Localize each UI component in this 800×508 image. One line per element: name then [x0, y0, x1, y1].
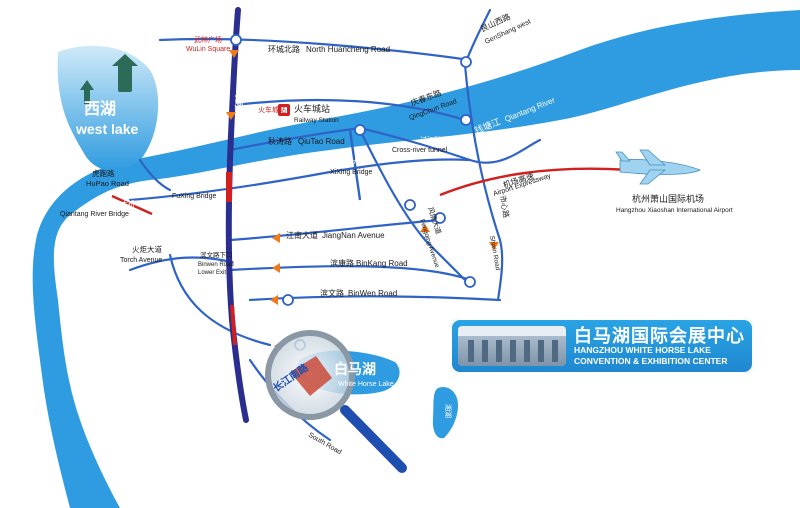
river-bank-road[interactable] [128, 158, 472, 202]
binwen-exit-en2: Lower Exit [198, 270, 226, 276]
side-lake [432, 386, 458, 439]
shixin-road[interactable] [463, 63, 504, 302]
exhibition-title-cn: 白马湖国际会展中心 [574, 326, 745, 346]
huanbei-cn: 环城北路 [268, 44, 300, 54]
junction [354, 124, 366, 136]
railway-cn-small: 火车城站 [258, 105, 286, 114]
west-lake-en: west lake [75, 121, 138, 137]
torch-avenue[interactable] [128, 256, 234, 272]
exhibition-building-icon [458, 326, 566, 366]
tunnel-en: Cross-river tunnel [392, 147, 448, 154]
wulin-cn: 武林广场 [194, 35, 222, 44]
railway-en: Railway Station [294, 117, 339, 124]
baima-lake-en: White Horse Lake [338, 381, 394, 388]
railway-cn: 火车城站 [294, 103, 330, 114]
zhonghe-cn: 中河高架 [234, 92, 244, 124]
xixing-bridge[interactable] [348, 129, 362, 201]
xixing-en: XiXing Bridge [330, 169, 373, 176]
qiantang-bridge-en: Qiantang River Bridge [60, 211, 129, 218]
binkang-road[interactable] [228, 265, 472, 282]
junctions [230, 34, 476, 351]
binwen-en: BinWen Road [348, 289, 397, 298]
qiutao-road[interactable] [228, 126, 362, 152]
trunk-south-highlight[interactable] [230, 304, 237, 346]
shixin-cn: 市心路 [498, 195, 512, 219]
qiutao-en: QiuTao Road [298, 137, 345, 146]
arrow-icon [272, 233, 280, 243]
hupao-en: HuPao Road [86, 179, 129, 188]
fengqing-avenue[interactable] [358, 128, 472, 287]
west-lake-cn: 西湖 [84, 100, 116, 118]
jiangnan-en: JiangNan Avenue [322, 231, 385, 240]
junction [230, 34, 242, 46]
exhibition-center-banner[interactable]: 白马湖国际会展中心 HANGZHOU WHITE HORSE LAKE CONV… [450, 318, 754, 374]
tunnel-cn: 过江隧道 [420, 135, 448, 144]
arrow-icon [272, 263, 280, 273]
jiangnan-avenue[interactable] [228, 218, 442, 242]
magnifier-icon[interactable] [265, 330, 407, 473]
wulin-en: WuLin Square [186, 46, 230, 53]
arrow-icon [226, 112, 236, 120]
binwen-exit-en1: Binwen Road [198, 262, 234, 268]
fuxing-cn: 复兴大桥 [182, 181, 210, 190]
pagoda-icon [80, 54, 138, 104]
binkang-en: BinKang Road [356, 259, 408, 268]
airport-expressway[interactable] [439, 167, 631, 197]
binwen-exit-cn: 滨文路下口 [200, 250, 233, 259]
junction [404, 199, 416, 211]
qingchun-road[interactable] [233, 98, 467, 122]
xixing-cn: 西兴大桥 [338, 157, 366, 166]
side-lake-cn: 湘湖 [444, 404, 453, 418]
qiantang-bridge[interactable] [111, 194, 153, 216]
arrow-icon [420, 224, 430, 232]
junction [464, 276, 476, 288]
junction [460, 56, 472, 68]
junction [460, 114, 472, 126]
qiantang-bridge-cn: 钱塘江大桥 [100, 199, 135, 208]
exhibition-title-en-line2: CONVENTION & EXHIBITION CENTER [574, 356, 728, 366]
binwen-road[interactable] [248, 295, 502, 302]
binwen-cn: 滨文路 [320, 288, 344, 298]
baima-lake-cn: 白马湖 [334, 361, 376, 377]
arrow-icon [489, 242, 499, 250]
huanbei-road[interactable] [158, 37, 472, 62]
arrow-icon [229, 50, 239, 58]
jiangnan-cn: 江南大道 [286, 230, 318, 240]
exhibition-title-en-line1: HANGZHOU WHITE HORSE LAKE [574, 345, 711, 355]
huanbei-en: North Huancheng Road [306, 45, 390, 54]
qiantang-river [32, 10, 800, 508]
fuxing-en: FuXing Bridge [172, 193, 216, 200]
binkang-cn: 滨康路 [330, 258, 354, 268]
west-ring[interactable] [168, 253, 272, 347]
qiutao-cn: 秋涛路 [268, 136, 292, 146]
arrow-icon [270, 295, 278, 305]
airport-en: Hangzhou Xiaoshan International Airport [616, 207, 733, 214]
junction [282, 294, 294, 306]
torch-cn: 火炬大道 [132, 244, 162, 254]
torch-en: Torch Avenue [120, 257, 162, 264]
airplane-icon [615, 149, 701, 185]
hupao-cn: 虎跑路 [92, 168, 115, 178]
west-lake [57, 45, 159, 171]
railway-station-icon [278, 104, 290, 116]
airport-cn: 杭州萧山国际机场 [632, 193, 704, 204]
junction [434, 212, 446, 224]
hupao-road[interactable] [138, 158, 172, 192]
zhonghe-elevated[interactable] [225, 7, 249, 423]
